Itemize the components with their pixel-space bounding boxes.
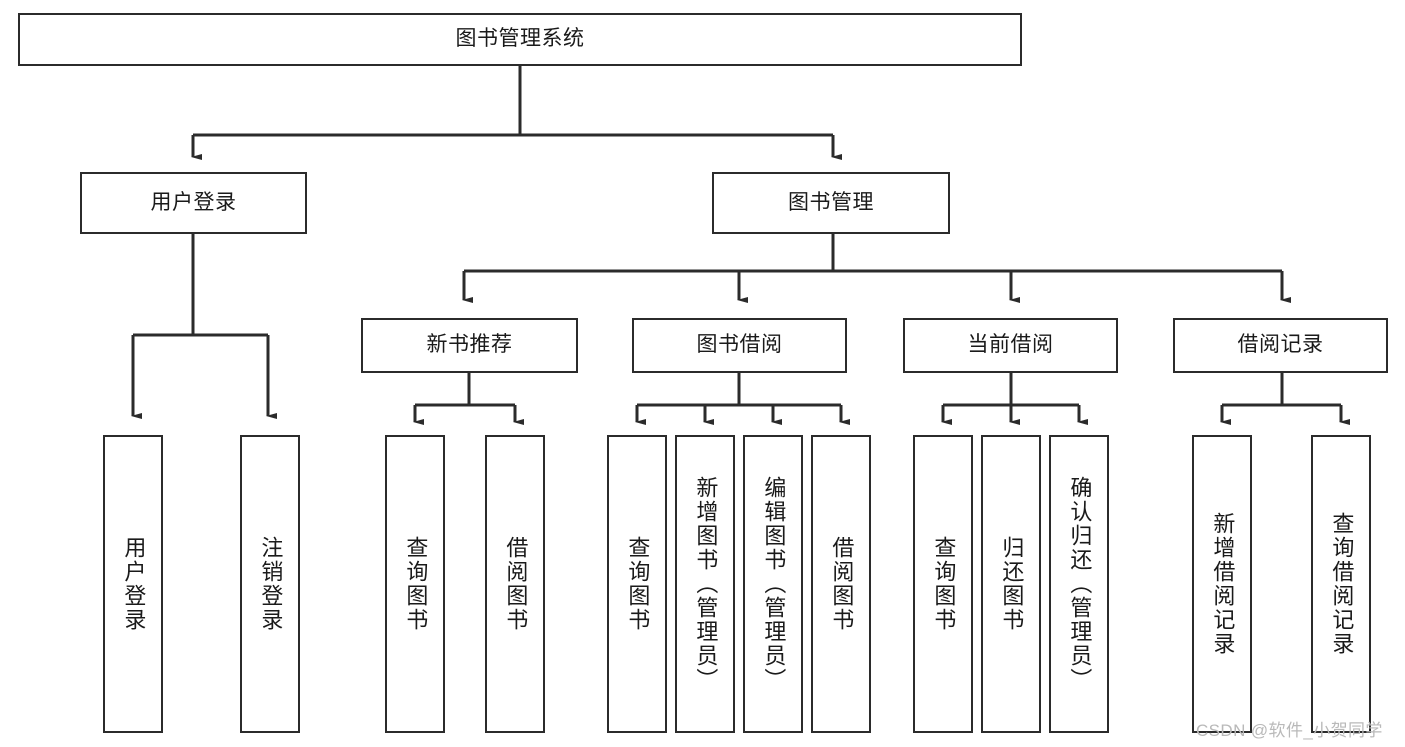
node-leaf-add-record-label: 新增借阅记录 [1210,512,1236,656]
csdn-watermark: CSDN @软件_小贺同学 [1196,721,1383,740]
node-leaf-query-book-2[interactable]: 查询图书 [607,435,667,733]
node-leaf-query-book-3-label: 查询图书 [931,536,957,632]
node-leaf-borrow-book-1[interactable]: 借阅图书 [485,435,545,733]
node-new-book-recommend-label: 新书推荐 [426,333,513,357]
node-book-borrow-label: 图书借阅 [696,333,783,357]
node-borrow-record[interactable]: 借阅记录 [1173,318,1388,373]
node-leaf-user-login-label: 用户登录 [121,536,147,632]
node-leaf-confirm-return-label: 确认归还（管理员） [1067,476,1093,692]
node-current-borrow-label: 当前借阅 [967,333,1054,357]
node-leaf-query-book-2-label: 查询图书 [625,536,651,632]
node-new-book-recommend[interactable]: 新书推荐 [361,318,578,373]
node-leaf-logout-label: 注销登录 [258,536,284,632]
node-leaf-query-book-1[interactable]: 查询图书 [385,435,445,733]
node-book-manage-label: 图书管理 [788,190,874,214]
node-leaf-add-record[interactable]: 新增借阅记录 [1192,435,1252,733]
node-leaf-add-book[interactable]: 新增图书（管理员） [675,435,735,733]
node-user-login[interactable]: 用户登录 [80,172,307,234]
node-leaf-borrow-book-1-label: 借阅图书 [503,536,529,632]
node-user-login-label: 用户登录 [150,190,237,214]
node-current-borrow[interactable]: 当前借阅 [903,318,1118,373]
node-root-label: 图书管理系统 [455,27,585,51]
node-borrow-record-label: 借阅记录 [1237,333,1324,357]
node-book-manage[interactable]: 图书管理 [712,172,950,234]
node-leaf-query-record-label: 查询借阅记录 [1329,512,1355,656]
node-leaf-return-book[interactable]: 归还图书 [981,435,1041,733]
node-leaf-add-book-label: 新增图书（管理员） [693,476,719,692]
node-leaf-edit-book[interactable]: 编辑图书（管理员） [743,435,803,733]
node-leaf-user-login[interactable]: 用户登录 [103,435,163,733]
node-leaf-borrow-book-2-label: 借阅图书 [829,536,855,632]
node-book-borrow[interactable]: 图书借阅 [632,318,847,373]
node-leaf-logout[interactable]: 注销登录 [240,435,300,733]
node-leaf-confirm-return[interactable]: 确认归还（管理员） [1049,435,1109,733]
node-leaf-query-record[interactable]: 查询借阅记录 [1311,435,1371,733]
node-leaf-query-book-1-label: 查询图书 [403,536,429,632]
node-leaf-edit-book-label: 编辑图书（管理员） [761,476,787,692]
node-leaf-borrow-book-2[interactable]: 借阅图书 [811,435,871,733]
node-root[interactable]: 图书管理系统 [18,13,1022,66]
node-leaf-return-book-label: 归还图书 [999,536,1025,632]
node-leaf-query-book-3[interactable]: 查询图书 [913,435,973,733]
